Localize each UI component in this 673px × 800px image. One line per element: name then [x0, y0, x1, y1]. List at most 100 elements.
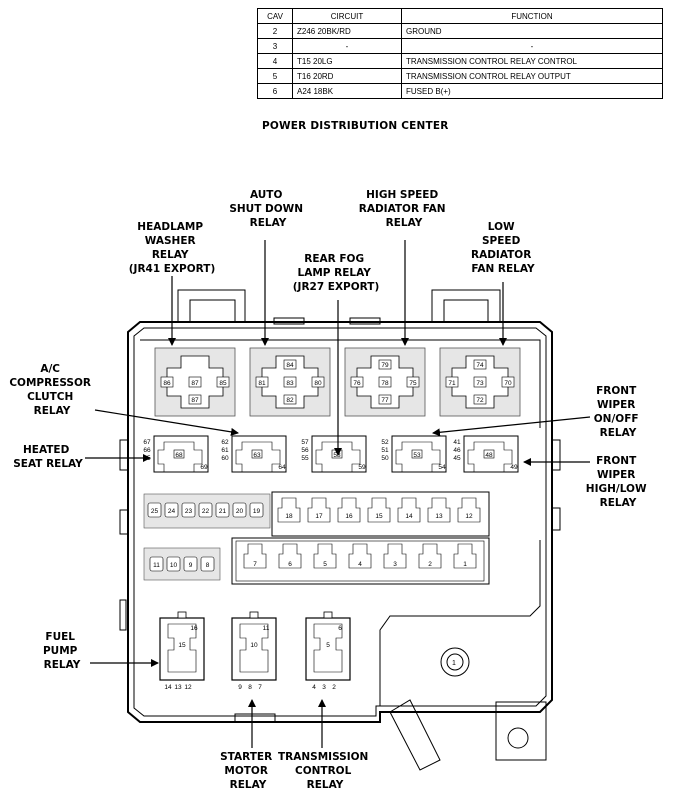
terminal-label: 54: [438, 464, 446, 471]
terminal-label: 48: [485, 452, 493, 459]
terminal: [411, 449, 423, 459]
relay-socket: [231, 617, 277, 681]
diagram-title: POWER DISTRIBUTION CENTER: [262, 120, 449, 132]
terminal-label: 69: [200, 464, 208, 471]
terminal: [160, 376, 174, 388]
terminal-label: 72: [476, 397, 484, 404]
label-ac-compressor-clutch-relay: A/C COMPRESSOR CLUTCH RELAY: [9, 363, 94, 417]
fuse-label: 18: [285, 513, 293, 520]
mini-fuse-label: 19: [253, 508, 261, 515]
fuse-label: 13: [435, 513, 443, 520]
fuse-outline: [453, 543, 477, 569]
fuse-label: 17: [315, 513, 323, 520]
pin-label: 13: [174, 684, 182, 691]
fuse-label: 4: [358, 561, 362, 568]
terminal: [378, 394, 392, 405]
terminal-label: 83: [286, 380, 294, 387]
pin-label: 41: [453, 439, 461, 446]
mini-fuse: 23: [181, 502, 196, 518]
label-heated-seat-relay: HEATED SEAT RELAY: [13, 444, 83, 470]
fuse-outline: [307, 497, 331, 523]
fuse: 12: [457, 497, 481, 523]
pin-label: 57: [301, 439, 309, 446]
mini-fuse: 21: [215, 502, 230, 518]
relay-key: [323, 611, 333, 619]
pin-label: 4: [312, 684, 316, 691]
mini-fuse: 9: [183, 556, 198, 572]
fuse-outline: [243, 543, 267, 569]
mini-fuse: 11: [149, 556, 164, 572]
fuse-label: 6: [288, 561, 292, 568]
terminal-label: 77: [381, 397, 389, 404]
fuse-outline: [313, 543, 337, 569]
fuse-outline: [397, 497, 421, 523]
terminal: [350, 376, 364, 388]
pin-label: 45: [453, 455, 461, 462]
terminal: [283, 394, 297, 405]
terminal-label: 58: [333, 452, 341, 459]
relay-key: [177, 611, 187, 619]
mini-fuse: 24: [164, 502, 179, 518]
label-high-speed-radiator-fan-relay: HIGH SPEED RADIATOR FAN RELAY: [359, 189, 450, 229]
label-auto-shut-down-relay: AUTO SHUT DOWN RELAY: [229, 189, 306, 229]
fuse: 14: [397, 497, 421, 523]
pin-label: 51: [381, 447, 389, 454]
terminal: [378, 359, 392, 370]
pin-label: 62: [221, 439, 229, 446]
fuse: 3: [383, 543, 407, 569]
arrow-wiper-onoff: [432, 416, 591, 437]
fuse-label: 12: [465, 513, 473, 520]
terminal-label: 53: [413, 452, 421, 459]
table-header-row: CAV CIRCUIT FUNCTION: [257, 8, 663, 24]
terminal: [445, 376, 459, 388]
relay-terminal-outline: [467, 441, 513, 473]
pin-label: 61: [221, 447, 229, 454]
pin-label: 3: [322, 684, 326, 691]
terminal-label: 74: [476, 362, 484, 369]
fuse: 4: [348, 543, 372, 569]
mini-fuse-label: 25: [151, 508, 159, 515]
fuse-outline: [278, 543, 302, 569]
terminal-label: 87: [191, 397, 199, 404]
fuse-label: 3: [393, 561, 397, 568]
cavity-1-label: 1: [452, 660, 456, 667]
terminal-label: 85: [219, 380, 227, 387]
terminal: [283, 359, 297, 370]
terminal-label: 70: [504, 380, 512, 387]
terminal-label: 78: [381, 380, 389, 387]
terminal-label: 6: [338, 625, 342, 632]
terminal-label: 81: [258, 380, 266, 387]
pin-label: 60: [221, 455, 229, 462]
relay-terminal-outline: [313, 623, 343, 673]
relay-terminal-outline: [167, 623, 197, 673]
terminal-label: 49: [510, 464, 518, 471]
mini-fuse-outline: [166, 556, 181, 572]
fuse-outline: [457, 497, 481, 523]
mini-fuse-outline: [183, 556, 198, 572]
terminal: [501, 376, 515, 388]
terminal-label: 63: [253, 452, 261, 459]
mini-fuse-label: 23: [185, 508, 193, 515]
label-rear-fog-lamp-relay: REAR FOG LAMP RELAY (JR27 EXPORT): [293, 253, 380, 293]
fuse-outline: [383, 543, 407, 569]
fuse: 15: [367, 497, 391, 523]
fuse-label: 2: [428, 561, 432, 568]
terminal: [173, 449, 185, 459]
fuse-label: 1: [463, 561, 467, 568]
mini-fuse-outline: [232, 502, 247, 518]
fuse: 18: [277, 497, 301, 523]
terminal-label: 80: [314, 380, 322, 387]
mini-fuse-label: 10: [170, 562, 178, 569]
pin-label: 2: [332, 684, 336, 691]
